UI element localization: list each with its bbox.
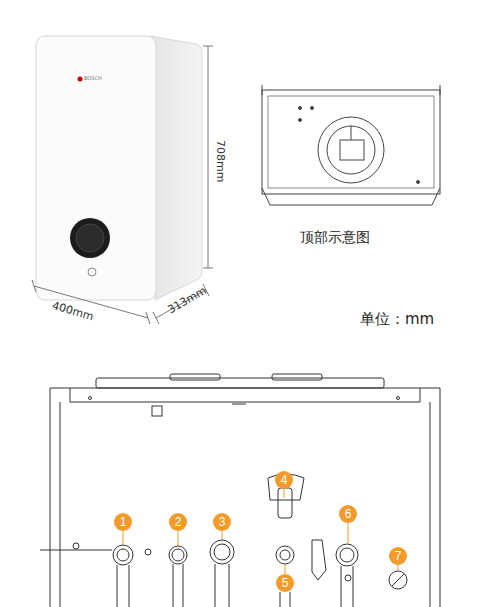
dimension-lines [32, 46, 213, 324]
display [70, 218, 110, 258]
knob [88, 268, 96, 276]
boiler-side [150, 36, 202, 300]
callout-number: 1 [114, 513, 132, 531]
callout-text: 4 [281, 473, 288, 487]
top-view [262, 85, 440, 205]
callout-number: 3 [213, 513, 231, 531]
callout-number: 6 [339, 505, 357, 523]
dimension-width: 400mm [51, 300, 95, 322]
callout-number: 5 [276, 574, 294, 592]
brand-logo: BOSCH [84, 76, 102, 81]
callout-number: 7 [389, 547, 407, 565]
callout-number: 4 [275, 471, 293, 489]
boiler-front [36, 36, 156, 300]
callout-text: 5 [282, 576, 289, 590]
callout-text: 7 [395, 549, 402, 563]
callout-text: 6 [345, 507, 352, 521]
callout-number: 2 [169, 513, 187, 531]
callout-text: 3 [219, 515, 226, 529]
callout-leaders [123, 489, 398, 574]
dimension-height: 708mm [215, 140, 226, 182]
callout-text: 1 [120, 515, 127, 529]
unit-note: 单位：mm [360, 312, 434, 327]
callout-text: 2 [175, 515, 182, 529]
bottom-view [40, 374, 440, 607]
view-caption: 顶部示意图 [300, 230, 370, 244]
